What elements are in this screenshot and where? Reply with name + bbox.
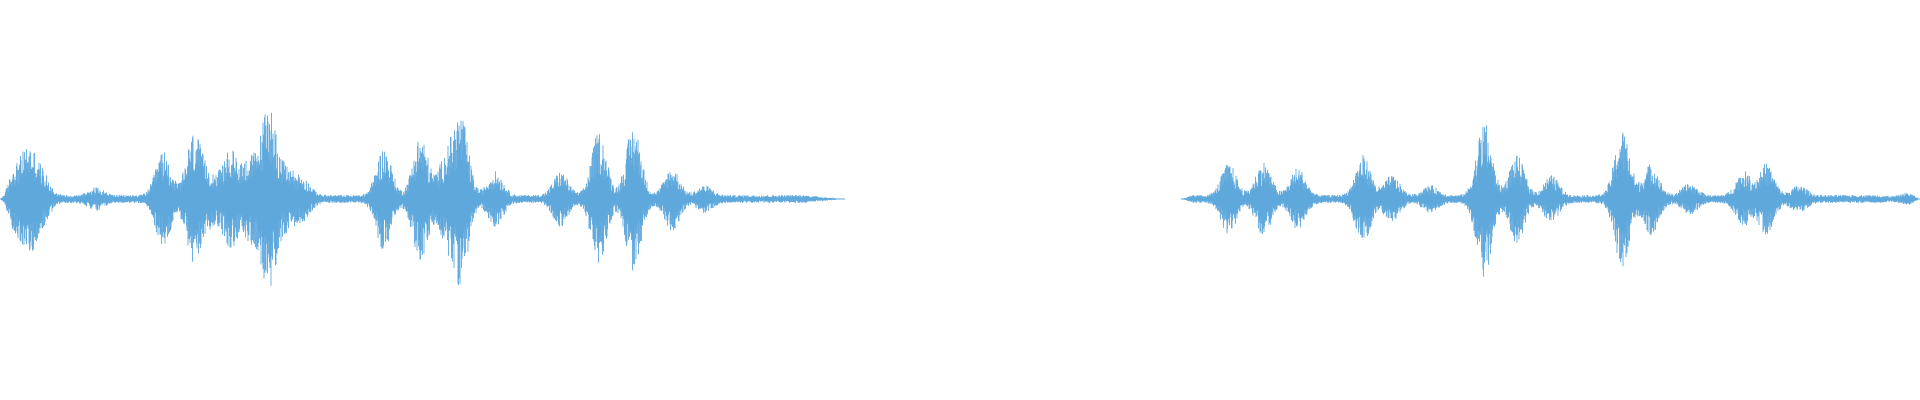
waveform-segments — [0, 112, 1920, 286]
segment-right — [1181, 125, 1920, 277]
